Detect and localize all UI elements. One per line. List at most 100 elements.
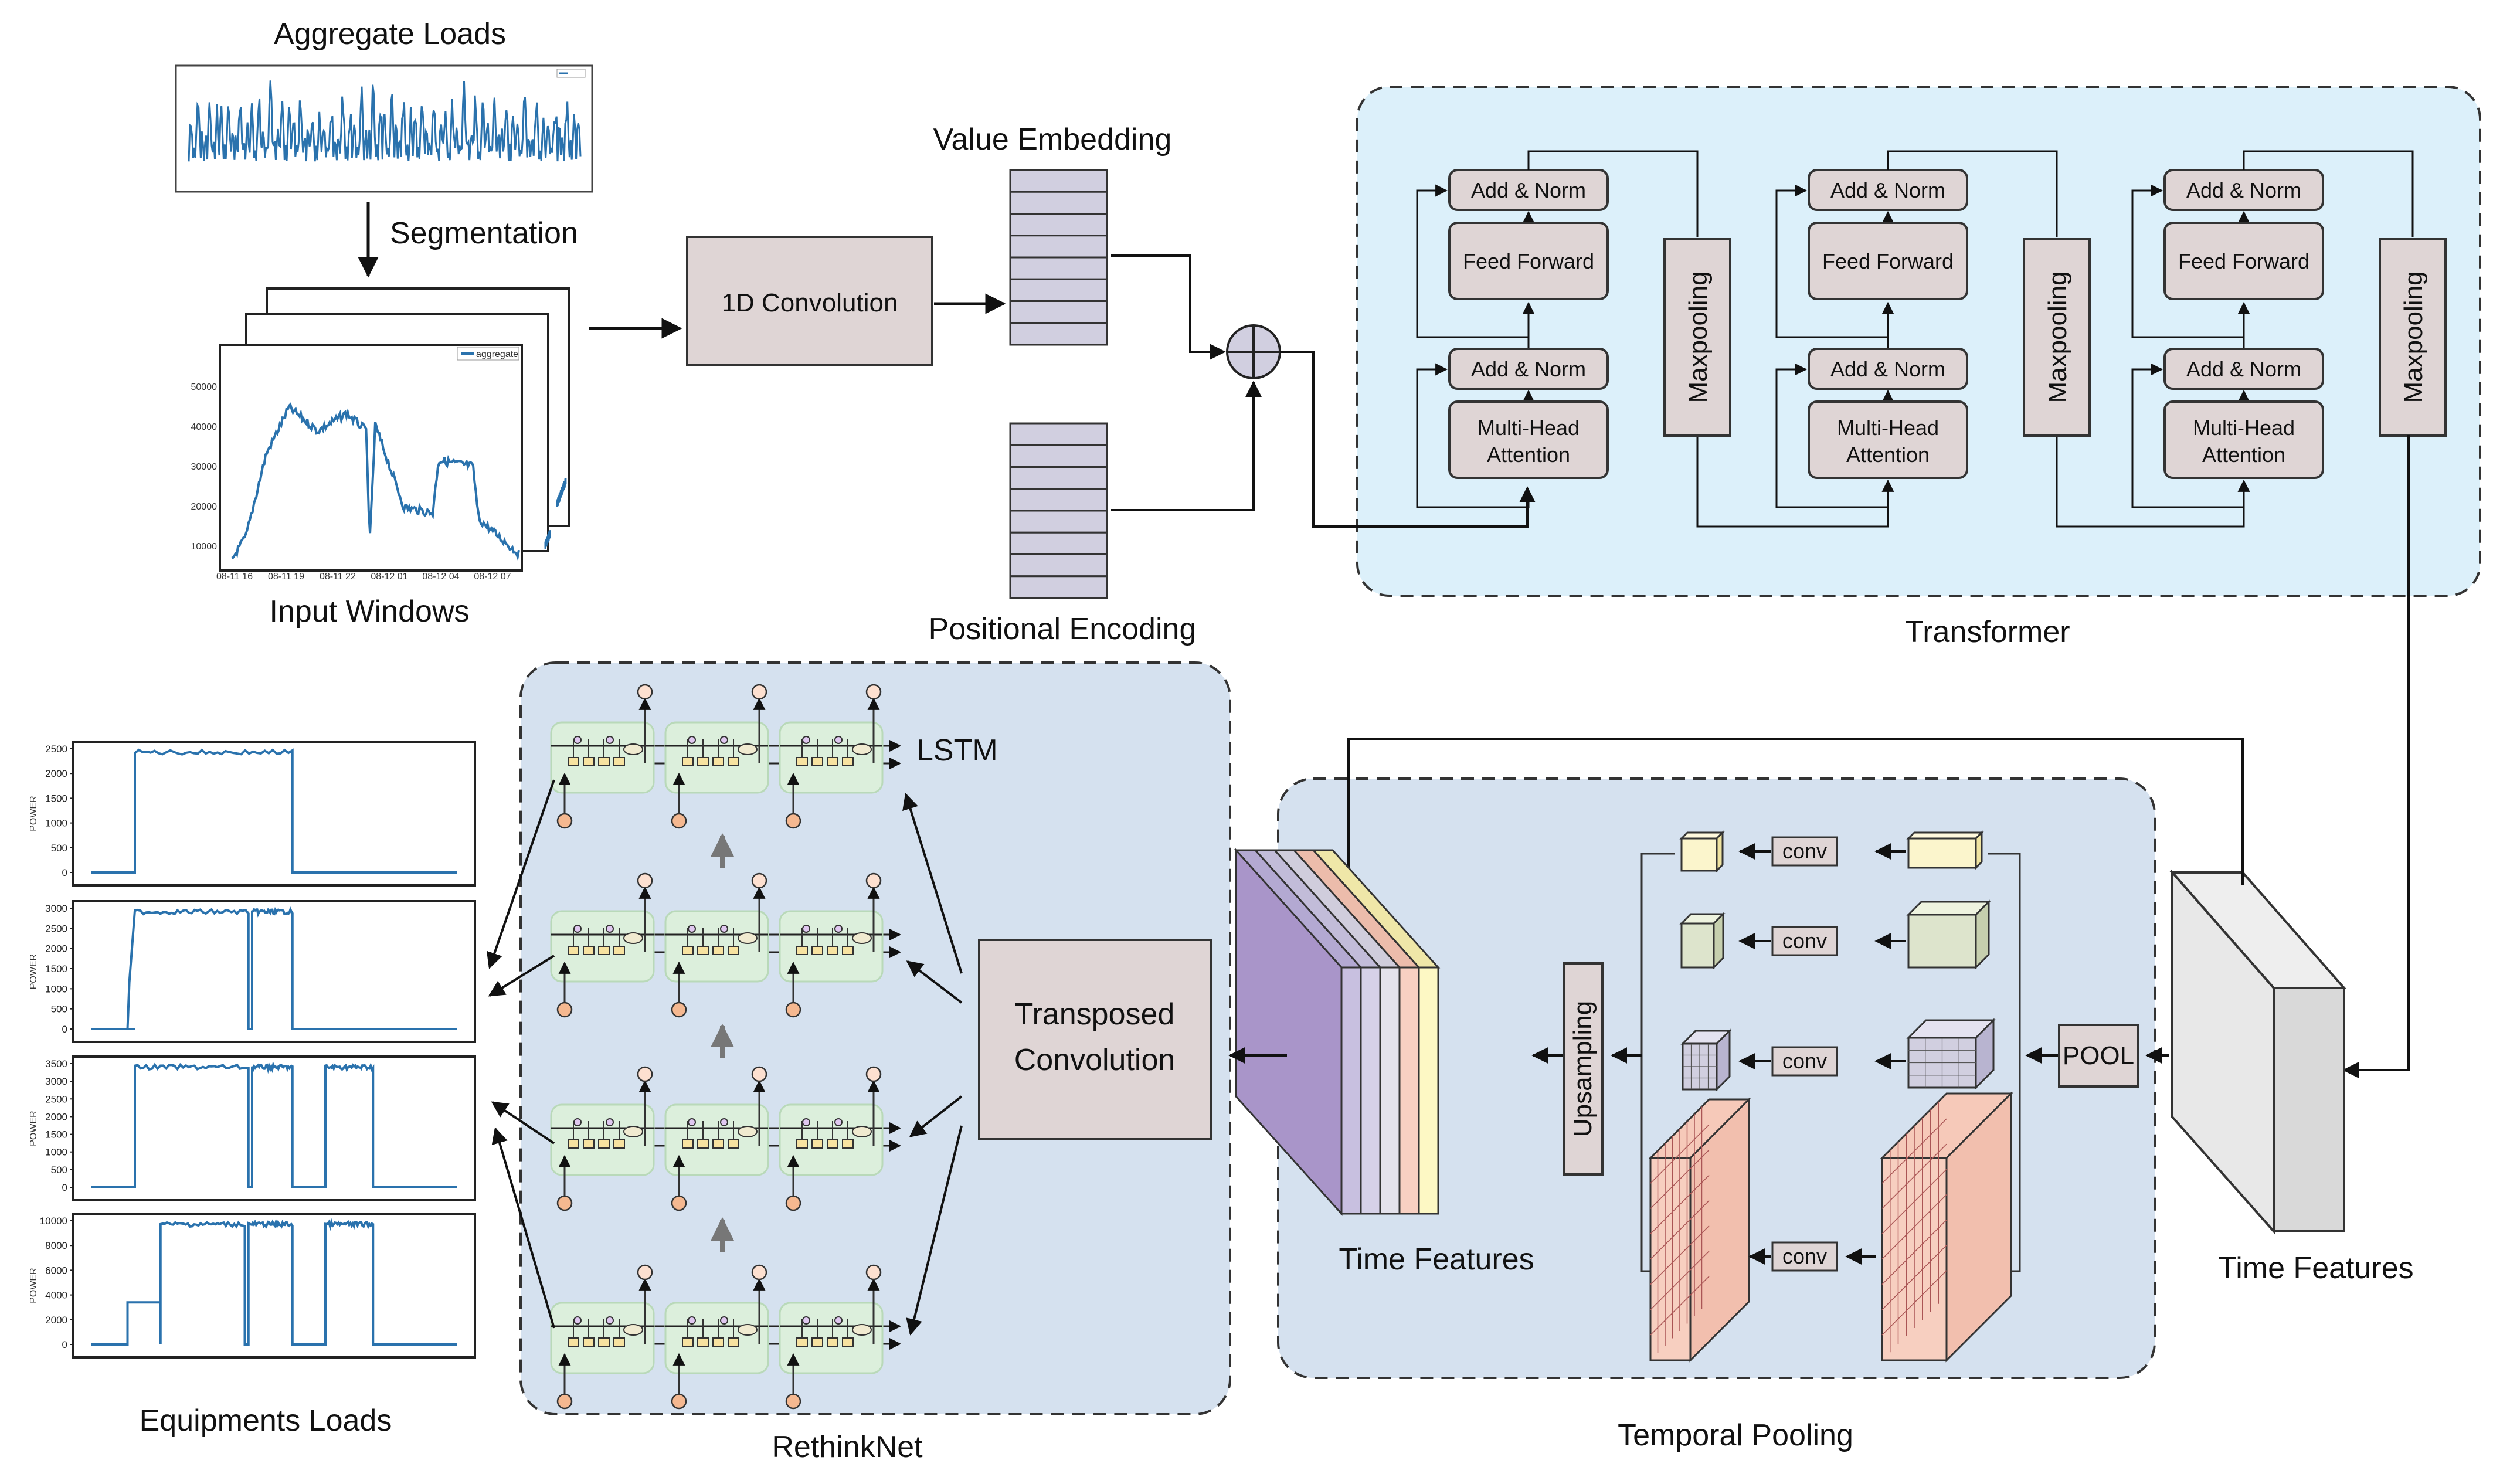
grid-feature-small-grid	[1650, 1225, 1710, 1285]
pointwise-op-icon	[834, 1118, 843, 1126]
maxpooling-block	[1663, 238, 1731, 437]
arrow-tc-to-lstm-2	[906, 960, 963, 1004]
window-legend: aggregate	[476, 349, 518, 359]
pointwise-op-icon	[802, 736, 810, 744]
equipment-plot-frame	[72, 900, 476, 1043]
equipment-y-tick: 0	[62, 1024, 67, 1035]
gate-icon	[568, 946, 579, 955]
multi-head-attention-block	[2163, 400, 2324, 479]
pointwise-op-icon	[802, 925, 810, 933]
lstm-row	[550, 1066, 902, 1211]
lstm-row	[550, 872, 902, 1018]
feature-layer	[1418, 966, 1439, 1215]
gate-icon	[728, 946, 739, 955]
gate-icon	[827, 946, 838, 955]
equipment-plot-frame	[72, 1055, 476, 1201]
embedding-cell	[1009, 278, 1108, 302]
equipment-y-tick: 2000	[45, 1315, 67, 1326]
conv-block	[1771, 926, 1838, 956]
gate-icon	[583, 1337, 595, 1347]
grid-feature-large-grid	[1881, 1220, 1947, 1285]
equipment-y-tick: 8000	[45, 1240, 67, 1251]
window-x-tick: 08-12 04	[422, 572, 459, 582]
conv-label: conv	[1782, 839, 1827, 863]
pointwise-op-icon	[573, 925, 582, 933]
equipment-y-tick: 6000	[45, 1265, 67, 1276]
pointwise-op-icon	[802, 1316, 810, 1325]
embedding-cell	[1009, 531, 1108, 555]
tanh-icon	[623, 1324, 643, 1336]
equipment-y-tick: 2500	[45, 923, 67, 934]
value-embedding-stack	[1009, 169, 1108, 346]
transformer-region	[1356, 86, 2481, 597]
equipment-y-tick: 2000	[45, 768, 67, 779]
equipment-y-tick: 4000	[45, 1290, 67, 1301]
gate-icon	[712, 757, 724, 766]
tanh-icon	[738, 1126, 758, 1137]
upsampling-block	[1563, 962, 1604, 1176]
grid-feature-large-grid	[1881, 1194, 1947, 1260]
gate-icon	[697, 757, 709, 766]
pooled-feature-small	[1680, 837, 1718, 872]
embedding-cell	[1009, 300, 1108, 324]
equipment-load-plots: 25002000150010005000POWER300025002000150…	[29, 741, 476, 1359]
gate-icon	[568, 1139, 579, 1149]
pointwise-op-icon	[802, 1118, 810, 1126]
pointwise-op-icon	[573, 736, 582, 744]
embedding-cell	[1009, 488, 1108, 512]
window-mid-series	[544, 530, 551, 549]
equipment-y-tick: 1500	[45, 793, 67, 804]
input-node-icon	[785, 1001, 801, 1018]
flow-line	[1887, 150, 2058, 237]
pooled-feature-large	[1975, 899, 1990, 970]
grid-feature-large-grid	[1881, 1270, 1947, 1336]
tanh-icon	[852, 1324, 872, 1336]
flow-line	[2243, 150, 2414, 237]
feed-forward-block	[2163, 222, 2324, 300]
equipment-y-tick: 2000	[45, 943, 67, 955]
power-axis-label: POWER	[29, 1111, 39, 1146]
time-features-concat	[1234, 848, 1441, 1216]
multi-head-attention-label: Attention	[1487, 443, 1570, 467]
maxpooling-label: Maxpooling	[2399, 271, 2428, 403]
equipment-y-tick: 1500	[45, 1129, 67, 1140]
embedding-cell	[1009, 169, 1108, 193]
tanh-icon	[852, 932, 872, 944]
equipment-load-series	[91, 1218, 457, 1346]
pointwise-op-icon	[688, 736, 696, 744]
conv1d-label: 1D Convolution	[722, 288, 898, 317]
pooled-feature-small	[1680, 922, 1715, 969]
equipment-y-tick: 3500	[45, 1058, 67, 1069]
gate-icon	[568, 1337, 579, 1347]
maxpooling-block	[2023, 238, 2091, 437]
gate-icon	[598, 757, 610, 766]
flow-line	[1527, 150, 1699, 237]
pointwise-op-icon	[606, 1118, 614, 1126]
pointwise-op-icon	[688, 1316, 696, 1325]
arrow-tc-to-lstm-4	[906, 1125, 963, 1336]
gate-icon	[598, 1337, 610, 1347]
lstm-row	[550, 1264, 902, 1410]
input-node-icon	[671, 813, 687, 829]
tanh-icon	[623, 932, 643, 944]
gate-icon	[728, 1337, 739, 1347]
pointwise-op-icon	[606, 925, 614, 933]
gate-icon	[583, 757, 595, 766]
add-norm-top-label: Add & Norm	[1830, 178, 1945, 202]
tanh-icon	[738, 932, 758, 944]
multi-head-attention-label: Multi-Head	[1837, 416, 1939, 440]
input-node-icon	[785, 813, 801, 829]
window-back-series	[556, 478, 567, 507]
input-node-icon	[671, 1195, 687, 1211]
conv-label: conv	[1782, 1049, 1827, 1073]
pointwise-op-icon	[573, 1316, 582, 1325]
pointwise-op-icon	[834, 736, 843, 744]
conv-block	[1771, 1046, 1838, 1077]
equipment-y-tick: 10000	[40, 1215, 67, 1227]
add-norm-top-label: Add & Norm	[1471, 178, 1586, 202]
maxpooling-label: Maxpooling	[1684, 271, 1713, 403]
arrow-lstm-to-output-2	[488, 955, 555, 997]
window-x-tick: 08-12 07	[474, 572, 511, 582]
input-node-icon	[556, 1195, 573, 1211]
